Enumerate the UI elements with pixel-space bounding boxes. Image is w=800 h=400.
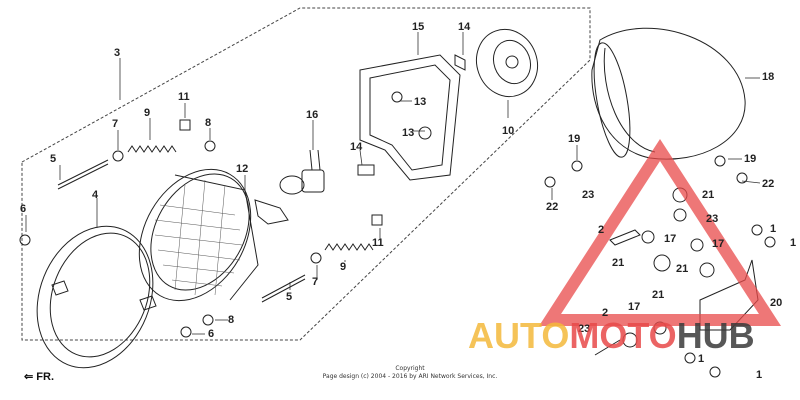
callout-c9a: 9 xyxy=(144,107,150,119)
watermark-part1: AUTO xyxy=(468,315,570,356)
callout-c11a: 11 xyxy=(178,91,190,103)
callout-c1a: 1 xyxy=(770,223,776,235)
callout-c17b: 17 xyxy=(712,238,724,250)
callout-c2a: 2 xyxy=(598,224,604,236)
callout-c14a: 14 xyxy=(458,21,471,33)
headlight-unit xyxy=(138,168,289,302)
callout-c21c: 21 xyxy=(676,263,688,275)
callout-c23c: 23 xyxy=(578,323,590,335)
callout-c10: 10 xyxy=(502,125,514,137)
callout-c18: 18 xyxy=(762,71,774,83)
front-direction-indicator: ⇐ FR. xyxy=(24,370,54,383)
callout-c8a: 8 xyxy=(205,117,211,129)
copyright-line1: Copyright xyxy=(395,365,425,372)
socket-bracket xyxy=(357,54,466,181)
arrow-left-icon: ⇐ xyxy=(24,371,34,383)
callout-c5b: 5 xyxy=(286,291,292,303)
callout-c21b: 21 xyxy=(612,257,624,269)
callout-c20: 20 xyxy=(770,297,782,309)
callout-c13b: 13 xyxy=(402,127,414,139)
callout-c12: 12 xyxy=(236,163,248,175)
copyright-line2: Page design (c) 2004 - 2016 by ARI Netwo… xyxy=(322,373,498,380)
callout-c23a: 23 xyxy=(582,189,594,201)
callout-c7b: 7 xyxy=(312,276,318,288)
callout-c15: 15 xyxy=(412,21,424,33)
callout-c6a: 6 xyxy=(20,203,26,215)
callout-c1d: 1 xyxy=(756,369,762,381)
callout-c1b: 1 xyxy=(790,237,796,249)
callout-c2b: 2 xyxy=(602,307,608,319)
callout-c21a: 21 xyxy=(702,189,714,201)
callout-c22b: 22 xyxy=(546,201,558,213)
callout-c17a: 17 xyxy=(664,233,676,245)
callout-c4: 4 xyxy=(92,189,99,201)
watermark-triangle xyxy=(538,138,782,326)
callout-c11b: 11 xyxy=(372,237,384,249)
callout-c16: 16 xyxy=(306,109,318,121)
bulb xyxy=(279,149,325,195)
callout-c8b: 8 xyxy=(228,314,234,326)
callout-c23b: 23 xyxy=(706,213,718,225)
screws-and-springs xyxy=(19,119,748,338)
callout-c21d: 21 xyxy=(652,289,664,301)
callout-c19b: 19 xyxy=(744,153,756,165)
callout-c17c: 17 xyxy=(628,301,640,313)
watermark-part3: HUB xyxy=(676,315,755,356)
headlight-case xyxy=(591,27,746,160)
callout-c13a: 13 xyxy=(414,96,426,108)
callout-c14b: 14 xyxy=(350,141,363,153)
callout-c6b: 6 xyxy=(208,328,214,340)
callout-c9b: 9 xyxy=(340,261,346,273)
callout-c5a: 5 xyxy=(50,153,56,165)
copyright-block: Copyright Page design (c) 2004 - 2016 by… xyxy=(300,365,520,381)
direction-label: FR. xyxy=(36,371,55,383)
assembly-outline xyxy=(21,7,591,341)
callout-c3: 3 xyxy=(114,47,120,59)
watermark: AUTOMOTOHUB xyxy=(468,315,755,357)
callout-c1c: 1 xyxy=(698,353,704,365)
leader-lines xyxy=(25,32,761,335)
callout-c7a: 7 xyxy=(112,118,118,130)
callout-c19a: 19 xyxy=(568,133,580,145)
socket-cover xyxy=(476,28,538,98)
watermark-part2: MOTO xyxy=(569,315,677,356)
headlight-rim xyxy=(36,225,157,369)
callout-c22a: 22 xyxy=(762,178,774,190)
